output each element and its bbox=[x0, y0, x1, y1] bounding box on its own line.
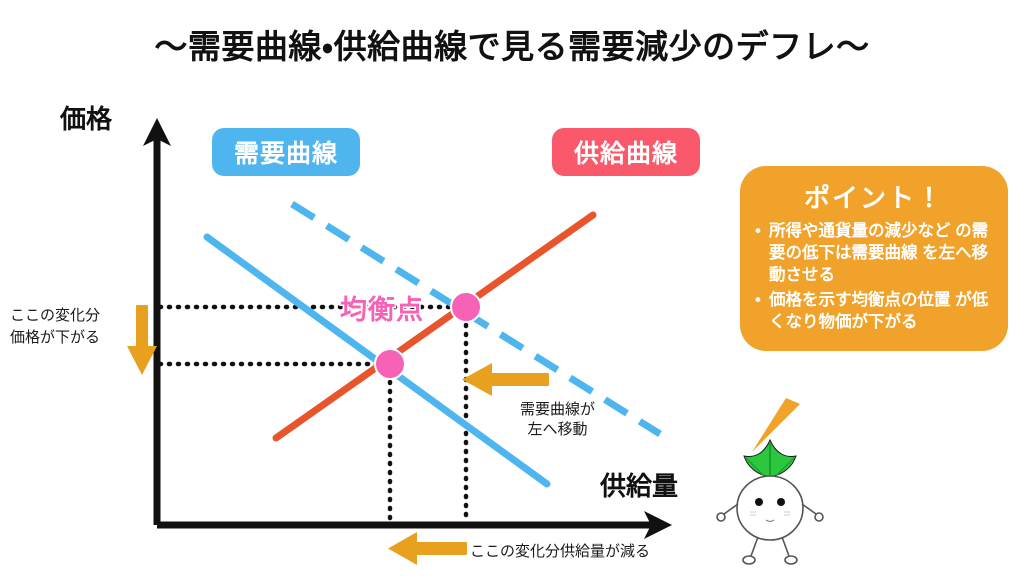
point-item-1-line-2: の需要の低下は需要曲線 bbox=[769, 222, 989, 262]
price-change-annotation: ここの変化分 価格が下がる bbox=[10, 305, 100, 349]
point-callout-item-1: 所得や通貨量の減少など の需要の低下は需要曲線 を左へ移動させる bbox=[754, 220, 994, 287]
demand-curve-badge: 需要曲線 bbox=[212, 128, 360, 176]
point-item-2-line-1: 価格を示す均衡点の位置 bbox=[769, 290, 951, 309]
price-drop-arrow bbox=[127, 305, 157, 375]
demand-shift-annotation: 需要曲線が 左へ移動 bbox=[520, 400, 595, 441]
point-callout-item-2: 価格を示す均衡点の位置 が低くなり物価が下がる bbox=[754, 289, 994, 334]
mascot-mouth bbox=[765, 519, 775, 523]
mascot-leaves-icon bbox=[743, 438, 797, 478]
demand-shift-line-2: 左へ移動 bbox=[527, 421, 588, 439]
mascot-eye-left bbox=[755, 498, 763, 506]
equilibrium-dot-after bbox=[374, 348, 406, 380]
point-item-1-line-3: を左へ移動させる bbox=[769, 243, 989, 284]
equilibrium-dot-before bbox=[450, 291, 482, 323]
point-item-1-line-1: 所得や通貨量の減少など bbox=[769, 222, 951, 240]
y-axis bbox=[143, 118, 171, 525]
mascot-eye-right bbox=[777, 498, 785, 506]
demand-shift-line-1: 需要曲線が bbox=[520, 401, 596, 418]
point-item-2-line-2: が低くなり物価が下がる bbox=[769, 290, 989, 331]
guide-lines bbox=[157, 304, 469, 525]
turnip-mascot bbox=[716, 438, 824, 565]
point-callout-list: 所得や通貨量の減少など の需要の低下は需要曲線 を左へ移動させる 価格を示す均衡… bbox=[754, 220, 994, 334]
supply-curve-badge: 供給曲線 bbox=[552, 128, 700, 176]
point-callout: ポイント！ 所得や通貨量の減少など の需要の低下は需要曲線 を左へ移動させる 価… bbox=[740, 166, 1008, 351]
price-change-line-1: ここの変化分 bbox=[10, 307, 101, 324]
demand-shift-arrow bbox=[462, 363, 549, 396]
callout-tail bbox=[752, 398, 800, 452]
supply-curve-badge-label: 供給曲線 bbox=[573, 140, 678, 168]
quantity-drop-arrow bbox=[388, 532, 467, 565]
price-change-line-2: 価格が下がる bbox=[10, 328, 101, 346]
mascot-cheeks bbox=[750, 511, 790, 516]
quantity-change-annotation: ここの変化分供給量が減る bbox=[470, 543, 651, 560]
x-axis-label: 供給量 bbox=[600, 471, 679, 501]
mascot-legs bbox=[742, 536, 798, 565]
mascot-arms bbox=[716, 503, 824, 522]
supply-curve bbox=[272, 211, 597, 442]
y-axis-label: 価格 bbox=[60, 104, 113, 134]
point-callout-title: ポイント！ bbox=[803, 183, 944, 213]
page-title: 〜需要曲線・供給曲線で見る需要減少のデフレ〜 bbox=[154, 28, 870, 65]
equilibrium-point-label: 均衡点 bbox=[340, 295, 424, 325]
mascot-body bbox=[736, 475, 804, 541]
demand-curve-badge-label: 需要曲線 bbox=[233, 140, 338, 168]
x-axis bbox=[157, 511, 672, 539]
